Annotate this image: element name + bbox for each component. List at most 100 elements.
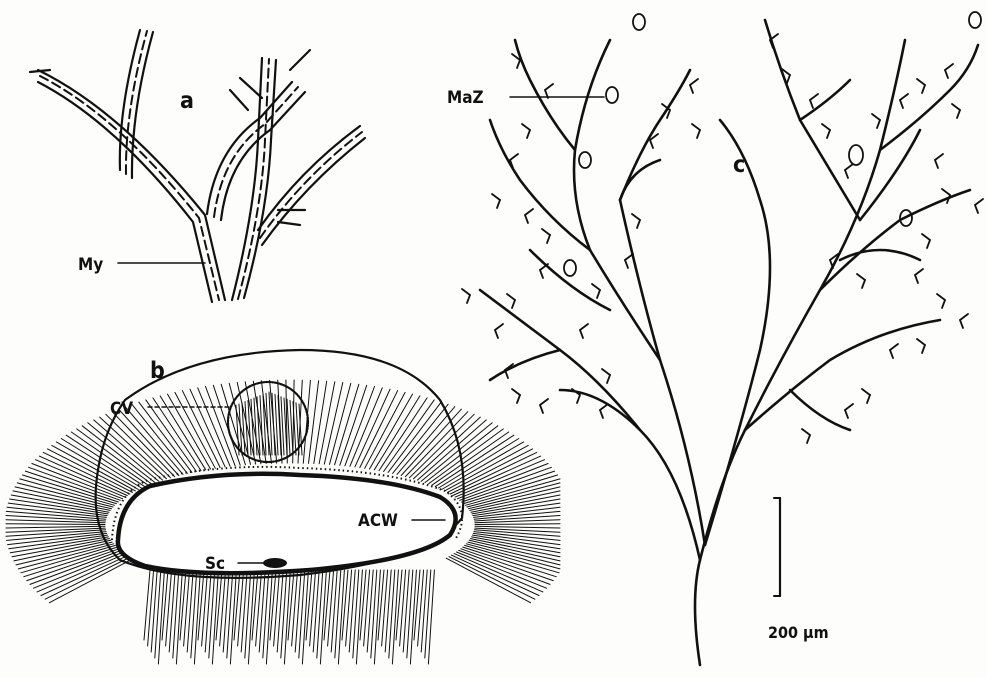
twig-tip: [945, 64, 953, 70]
twig-tip: [542, 229, 550, 235]
vacuole-fibre: [272, 393, 275, 455]
twig-tip: [942, 300, 945, 308]
twig-tip: [600, 410, 603, 418]
twig-tip: [577, 395, 580, 403]
twig-tip: [927, 240, 930, 248]
twig-tip: [845, 410, 848, 418]
twig-tip: [495, 330, 498, 338]
twig-tip: [510, 154, 518, 160]
twig-tip: [877, 120, 880, 128]
radiating-fibre: [464, 475, 558, 504]
radiating-fibre: [27, 549, 119, 581]
twig-tip: [495, 324, 503, 330]
twig-tip: [492, 194, 500, 200]
panel-label-c: c: [733, 152, 745, 178]
twig-tip: [540, 270, 543, 278]
annotation-maz: MaZ: [447, 88, 484, 108]
twig-tip: [580, 330, 583, 338]
twig-tip: [937, 294, 945, 300]
twig-tip: [862, 389, 870, 395]
twig-tip: [462, 289, 470, 295]
twig-tip: [952, 104, 960, 110]
twig-tip: [917, 79, 925, 85]
radiating-fibre: [472, 499, 560, 514]
vacuole-fibre: [278, 396, 281, 455]
vacuole-fibre: [290, 400, 293, 455]
twig-tip: [810, 94, 818, 100]
twig-tip: [625, 260, 628, 268]
twig-tip: [592, 284, 600, 290]
radiating-fibre: [340, 385, 367, 465]
twig-tip: [935, 154, 943, 160]
radiating-fibre: [190, 389, 225, 467]
twig-tip: [602, 369, 610, 375]
twig-tip: [545, 84, 553, 90]
twig-tip: [915, 275, 918, 283]
radiating-fibre: [278, 380, 282, 463]
twig-tip: [807, 435, 810, 443]
panel-label-b: b: [150, 358, 165, 384]
twig-tip: [922, 345, 925, 353]
twig-tip: [517, 395, 520, 403]
twig-tip: [810, 100, 813, 108]
radiating-fibre: [461, 549, 553, 581]
twig-tip: [900, 100, 903, 108]
twig-tip: [922, 85, 925, 93]
twig-tip: [667, 110, 670, 118]
radiating-fibre: [6, 524, 105, 525]
inner-cell-wall: [118, 474, 456, 573]
radiating-fibre: [475, 526, 560, 528]
twig-tip: [525, 209, 533, 215]
twig-tip: [607, 375, 610, 383]
twig-tip: [922, 234, 930, 240]
twig-tip: [862, 280, 865, 288]
twig-tip: [845, 170, 848, 178]
twig-tip: [822, 124, 830, 130]
twig-tip: [625, 254, 633, 260]
scale-bar-label: 200 µm: [768, 623, 829, 642]
twig-tip: [872, 114, 880, 120]
twig-tip: [802, 429, 810, 435]
radiating-fibre: [475, 528, 560, 532]
twig-tip: [512, 389, 520, 395]
twig-tip: [527, 130, 530, 138]
annotation-my: My: [78, 255, 103, 275]
radiating-fibre: [206, 387, 236, 466]
radiating-fibre: [370, 394, 413, 469]
radiating-fibre: [388, 402, 441, 472]
twig-tip: [497, 200, 500, 208]
twig-tip: [945, 70, 948, 78]
radiating-fibre: [139, 402, 192, 472]
twig-tip: [787, 75, 790, 83]
twig-tip: [867, 395, 870, 403]
radiating-fibre: [414, 417, 481, 479]
twig-tip: [650, 140, 653, 148]
radiating-fibre: [309, 381, 319, 464]
structure-sc: [263, 558, 287, 568]
radiating-fibre: [10, 537, 108, 553]
twig-tip: [845, 404, 853, 410]
twig-tip: [975, 199, 983, 205]
panel-a-hyphae-drawing: My a: [30, 30, 365, 302]
macrozoosporangia: [564, 12, 981, 276]
twig-tip: [975, 205, 978, 213]
radiating-fibre: [10, 499, 108, 514]
vacuole-fibre: [254, 398, 257, 455]
thallus-twig-tips: [462, 34, 983, 443]
radiating-fibre: [303, 380, 310, 463]
twig-tip: [890, 344, 898, 350]
annotation-sc: Sc: [205, 554, 225, 574]
radiating-fibre: [345, 387, 375, 466]
twig-tip: [827, 130, 830, 138]
twig-tip: [507, 294, 515, 300]
twig-tip: [600, 404, 608, 410]
radiating-fibre: [355, 389, 390, 467]
radiating-fibre: [463, 547, 556, 577]
twig-tip: [942, 189, 950, 195]
twig-tip: [580, 324, 588, 330]
twig-tip: [960, 320, 963, 328]
twig-tip: [467, 295, 470, 303]
twig-tip: [857, 274, 865, 280]
panel-label-a: a: [180, 88, 194, 114]
